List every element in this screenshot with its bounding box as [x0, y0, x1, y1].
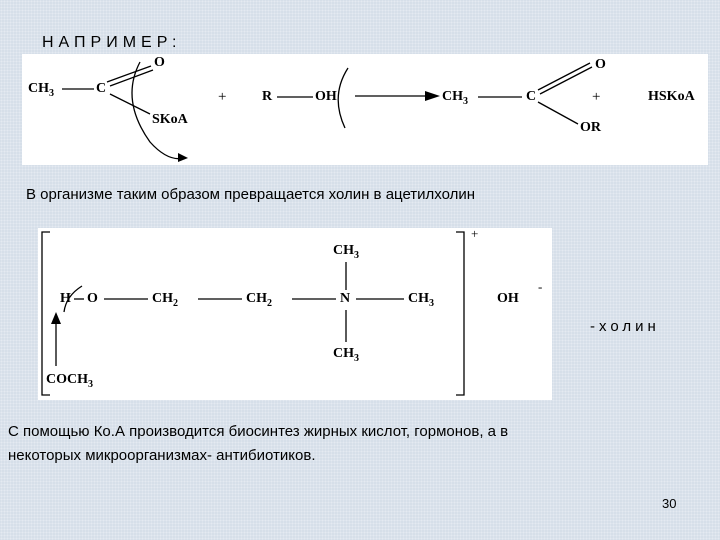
- bond-c-or: [537, 101, 579, 125]
- ch3-bottom: CH3: [333, 346, 359, 364]
- double-bond-c-o-right-b: [539, 66, 593, 95]
- oxygen-top-right: O: [595, 57, 606, 72]
- oxygen-top-left: O: [154, 55, 165, 70]
- choline-conversion-text: В организме таким образом превращается х…: [26, 186, 476, 203]
- bracket-right: [456, 231, 465, 396]
- coa-text-line-1: С помощью Ко.А производится биосинтез жи…: [8, 423, 509, 440]
- double-bond-c-o-right-a: [537, 62, 591, 91]
- hydrogen-h: H: [60, 291, 71, 306]
- ch3-right: CH3: [442, 89, 468, 107]
- bond-c-skoa: [109, 93, 151, 115]
- curved-arrow-h: [63, 285, 83, 313]
- coa-text-line-2: некоторых микроорганизмах- антибиотиков.: [8, 447, 316, 464]
- acetyl-coch3: COCH3: [46, 372, 93, 390]
- curved-arrow-left-head: [178, 153, 188, 162]
- skoa-label: SKoA: [152, 112, 188, 127]
- slide-heading: НАПРИМЕР:: [42, 34, 182, 51]
- plus-sign-1: +: [218, 89, 227, 105]
- curved-arrow-oh: [337, 67, 349, 129]
- reaction-arrow-head: [425, 91, 440, 101]
- double-bond-c-o-left-b: [109, 69, 154, 87]
- hskoa-label: HSKoA: [648, 89, 695, 104]
- hydroxyl-oh: OH: [315, 89, 337, 104]
- r-group: R: [262, 89, 273, 104]
- ch2-first: CH2: [152, 291, 178, 309]
- choline-structure-panel: [38, 228, 552, 400]
- curved-arrow-left: [131, 61, 185, 160]
- charge-plus: +: [471, 226, 479, 241]
- plus-sign-2: +: [592, 89, 601, 105]
- oxygen-o: O: [87, 291, 98, 306]
- ch3-left: CH3: [28, 81, 54, 99]
- ch3-right-n: CH3: [408, 291, 434, 309]
- nitrogen-n: N: [340, 291, 351, 306]
- carbon-left: C: [96, 81, 107, 96]
- bracket-left: [41, 231, 50, 396]
- choline-label: -холин: [590, 318, 660, 335]
- reaction-equation-panel: [22, 54, 708, 165]
- or-group: OR: [580, 120, 601, 135]
- page-number: 30: [662, 496, 677, 511]
- ch2-second: CH2: [246, 291, 272, 309]
- hydroxide-oh: OH: [497, 291, 519, 306]
- arrow-coch3-head: [51, 312, 61, 324]
- coa-biosynthesis-text: С помощью Ко.А производится биосинтез жи…: [8, 420, 708, 468]
- ch3-top: CH3: [333, 243, 359, 261]
- carbon-right: C: [526, 89, 537, 104]
- charge-minus: -: [538, 279, 543, 294]
- double-bond-c-o-left-a: [106, 65, 152, 83]
